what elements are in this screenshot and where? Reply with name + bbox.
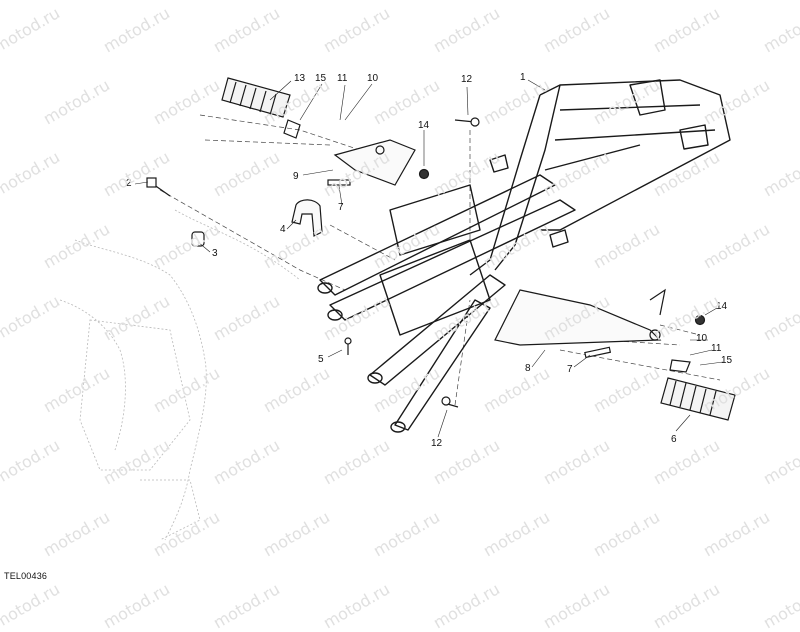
leader-lines	[159, 114, 721, 406]
callout-8: 8	[525, 363, 531, 374]
callout-11: 11	[337, 73, 348, 84]
callout-10: 10	[696, 333, 708, 344]
callout-leaders	[134, 79, 724, 438]
left-footpeg-assembly	[146, 77, 480, 355]
rear-subframe	[317, 79, 731, 433]
callout-13: 13	[294, 73, 306, 84]
drawing-code: TEL00436	[4, 571, 48, 581]
callout-15: 15	[721, 355, 733, 366]
callout-9: 9	[293, 171, 299, 182]
callout-5: 5	[318, 354, 324, 365]
callout-14: 14	[716, 301, 728, 312]
callout-3: 3	[212, 248, 218, 259]
right-footpeg-assembly	[441, 288, 736, 421]
ghost-frame-outline	[59, 209, 301, 541]
callout-7: 7	[567, 364, 573, 375]
callout-4: 4	[280, 224, 286, 235]
callout-10: 10	[367, 73, 379, 84]
callout-12: 12	[461, 74, 473, 85]
callout-11: 11	[711, 343, 722, 354]
callout-14: 14	[418, 120, 430, 131]
callout-12: 12	[431, 438, 443, 449]
callout-1: 1	[520, 72, 526, 83]
callout-15: 15	[315, 73, 327, 84]
callout-7: 7	[338, 202, 344, 213]
callout-2: 2	[126, 178, 132, 189]
callout-6: 6	[671, 434, 677, 445]
